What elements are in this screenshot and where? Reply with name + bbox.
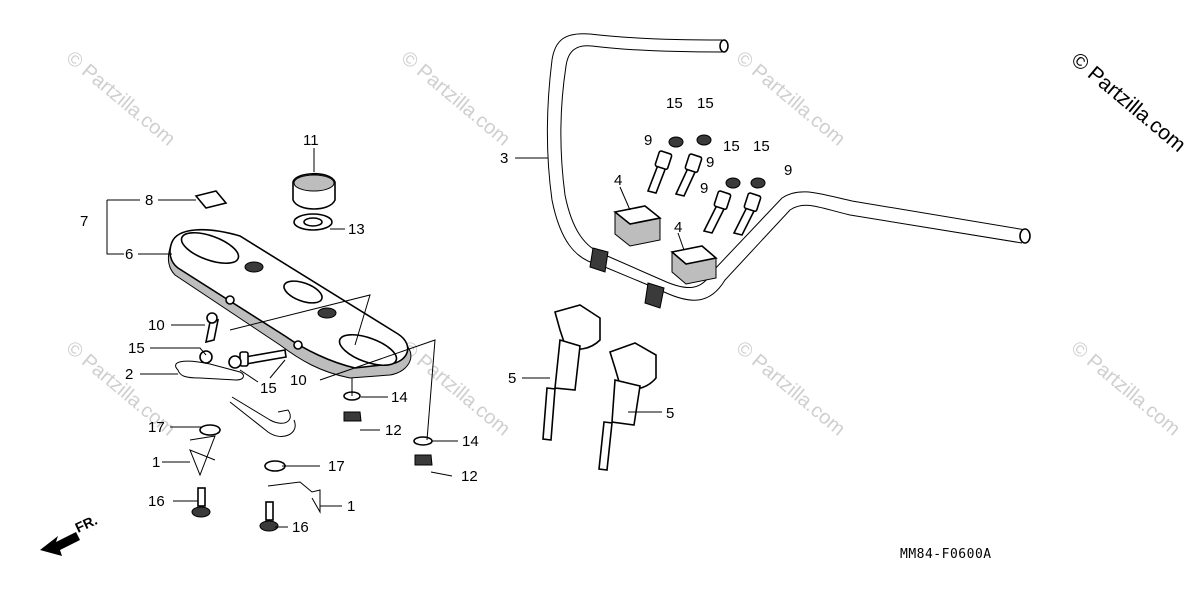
holder-bolts <box>646 134 766 236</box>
emblem <box>194 190 228 209</box>
callout-4: 4 <box>614 172 622 189</box>
callouts: 7 8 6 11 13 10 15 2 15 10 14 12 14 12 17… <box>80 95 792 536</box>
callout-5: 5 <box>508 370 516 387</box>
watermark: © Partzilla.com <box>732 47 849 150</box>
bridge-bolts <box>199 312 287 369</box>
callout-12: 12 <box>461 468 478 485</box>
callout-15: 15 <box>723 138 740 155</box>
handlebar <box>547 33 1031 309</box>
callout-11: 11 <box>303 132 319 149</box>
callout-16: 16 <box>148 493 165 510</box>
callout-16: 16 <box>292 519 309 536</box>
callout-1: 1 <box>347 498 355 515</box>
callout-9: 9 <box>784 162 792 179</box>
callout-12: 12 <box>385 422 402 439</box>
callout-3: 3 <box>500 150 508 167</box>
callout-13: 13 <box>348 221 365 238</box>
callout-9: 9 <box>644 132 652 149</box>
watermark: © Partzilla.com <box>732 337 849 440</box>
front-direction-arrow: FR. <box>40 512 100 556</box>
watermark: © Partzilla.com <box>397 47 514 150</box>
callout-17: 17 <box>328 458 345 475</box>
diagram-code: MM84-F0600A <box>900 547 992 562</box>
callout-7: 7 <box>80 213 88 230</box>
callout-4: 4 <box>674 219 682 236</box>
callout-15: 15 <box>666 95 683 112</box>
callout-15: 15 <box>697 95 714 112</box>
wire-clips <box>175 360 296 437</box>
callout-17: 17 <box>148 419 165 436</box>
callout-15: 15 <box>753 138 770 155</box>
callout-1: 1 <box>152 454 160 471</box>
guide-lines <box>229 294 436 441</box>
direction-label: FR. <box>73 512 100 536</box>
watermark: © Partzilla.com <box>397 337 514 440</box>
callout-10: 10 <box>148 317 165 334</box>
watermark: © Partzilla.com <box>1067 337 1184 440</box>
lower-holders <box>542 304 657 471</box>
callout-15: 15 <box>260 380 277 397</box>
clamps <box>189 424 321 532</box>
callout-15: 15 <box>128 340 145 357</box>
top-bridge <box>167 228 412 379</box>
callout-5: 5 <box>666 405 674 422</box>
callout-2: 2 <box>125 366 133 383</box>
copyright-text: © Partzilla.com <box>1067 48 1190 157</box>
callout-8: 8 <box>145 192 153 209</box>
watermark: © Partzilla.com <box>62 47 179 150</box>
callout-9: 9 <box>706 154 714 171</box>
leader-lines <box>106 148 685 528</box>
nuts-washers <box>343 391 433 466</box>
callout-14: 14 <box>462 433 479 450</box>
upper-holders <box>613 205 718 285</box>
callout-10: 10 <box>290 372 307 389</box>
callout-14: 14 <box>391 389 408 406</box>
stem-nut <box>292 172 336 231</box>
callout-9: 9 <box>700 180 708 197</box>
callout-6: 6 <box>125 246 133 263</box>
